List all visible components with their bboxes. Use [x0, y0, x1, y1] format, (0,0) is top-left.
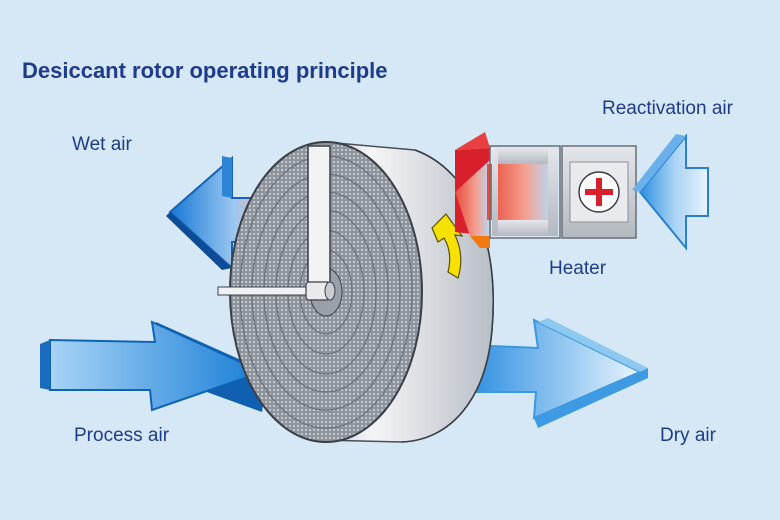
desiccant-rotor: [217, 141, 494, 443]
reactivation-duct: [455, 132, 561, 248]
rotation-arrow-icon: [431, 213, 464, 279]
process-air-arrow: [40, 320, 268, 412]
dry-air-arrow: [469, 318, 648, 428]
reactivation-air-label: Reactivation air: [602, 98, 733, 119]
dry-air-label: Dry air: [660, 425, 716, 446]
wet-air-label: Wet air: [72, 134, 132, 155]
heater-box: [561, 145, 637, 239]
process-air-label: Process air: [74, 425, 170, 446]
reactivation-air-arrow: [632, 133, 709, 251]
heater-label: Heater: [549, 258, 607, 279]
diagram-title: Desiccant rotor operating principle: [22, 58, 388, 83]
heater-plus-icon: [578, 171, 620, 213]
